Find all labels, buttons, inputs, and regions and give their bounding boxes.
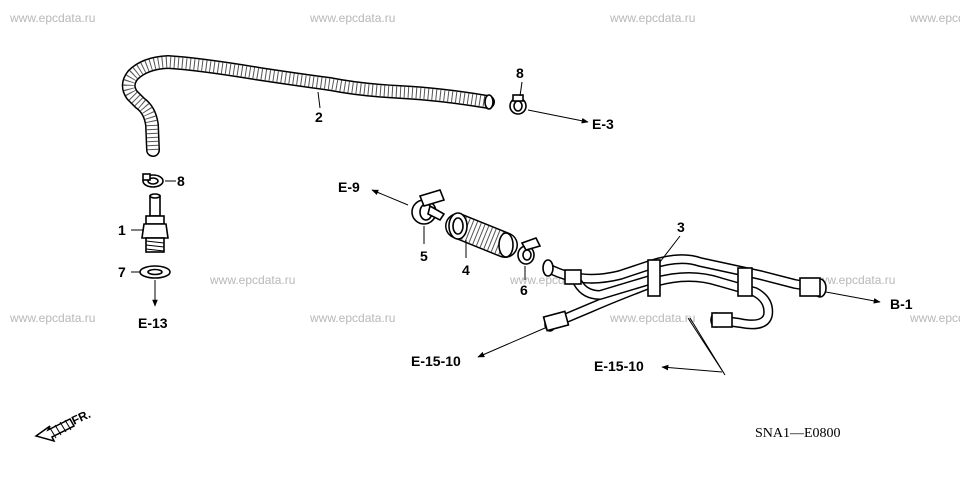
watermark: www.epcdata.ru	[809, 273, 895, 287]
watermark: www.epcdata.ru	[909, 11, 960, 25]
reference-arrows	[152, 109, 881, 373]
hose-clamp-6[interactable]	[517, 237, 542, 265]
watermark: www.epcdata.ru	[609, 311, 695, 325]
watermark: www.epcdata.ru	[609, 11, 695, 25]
breather-pipe-assembly[interactable]	[542, 254, 827, 332]
part-number-2: 2	[315, 109, 323, 125]
watermark: www.epcdata.ru	[9, 11, 95, 25]
part-numbers: 2 8 8 1 7 5 4 6 3	[118, 65, 685, 298]
part-number-7: 7	[118, 264, 126, 280]
part-number-8: 8	[177, 173, 185, 189]
part-number-3: 3	[677, 219, 685, 235]
part-number-4: 4	[462, 262, 470, 278]
watermark: www.epcdata.ru	[309, 11, 395, 25]
watermark: www.epcdata.ru	[9, 311, 95, 325]
leader-lines	[131, 81, 726, 376]
drawing-code: SNA1—E0800	[755, 426, 841, 441]
watermark: www.epcdata.ru	[209, 273, 295, 287]
ref-e9: E-9	[338, 179, 360, 195]
watermark: www.epcdata.ru	[309, 311, 395, 325]
watermarks: www.epcdata.ru www.epcdata.ru www.epcdat…	[9, 11, 960, 325]
ref-e15-10-left: E-15-10	[411, 353, 461, 369]
reference-labels: E-3 E-9 E-13 B-1 E-15-10 E-15-10	[138, 116, 913, 374]
ref-b1: B-1	[890, 296, 913, 312]
front-direction-marker: FR.	[34, 407, 93, 443]
front-label: FR.	[69, 407, 92, 428]
hose-clip-lower[interactable]	[142, 173, 164, 188]
part-number-6: 6	[520, 282, 528, 298]
ref-e13: E-13	[138, 315, 168, 331]
ref-e3: E-3	[592, 116, 614, 132]
hose-clip-upper[interactable]	[509, 94, 527, 115]
part-number-1: 1	[118, 222, 126, 238]
pcv-valve[interactable]	[141, 193, 169, 253]
hose-clamp-5[interactable]	[411, 189, 446, 225]
front-arrow-icon	[34, 418, 76, 443]
part-number-5: 5	[420, 248, 428, 264]
ref-e15-10-right: E-15-10	[594, 358, 644, 374]
breather-hose[interactable]	[121, 55, 495, 157]
connecting-hose[interactable]	[445, 212, 518, 258]
part-number-8: 8	[516, 65, 524, 81]
sealing-washer[interactable]	[139, 265, 171, 279]
watermark: www.epcdata.ru	[909, 311, 960, 325]
